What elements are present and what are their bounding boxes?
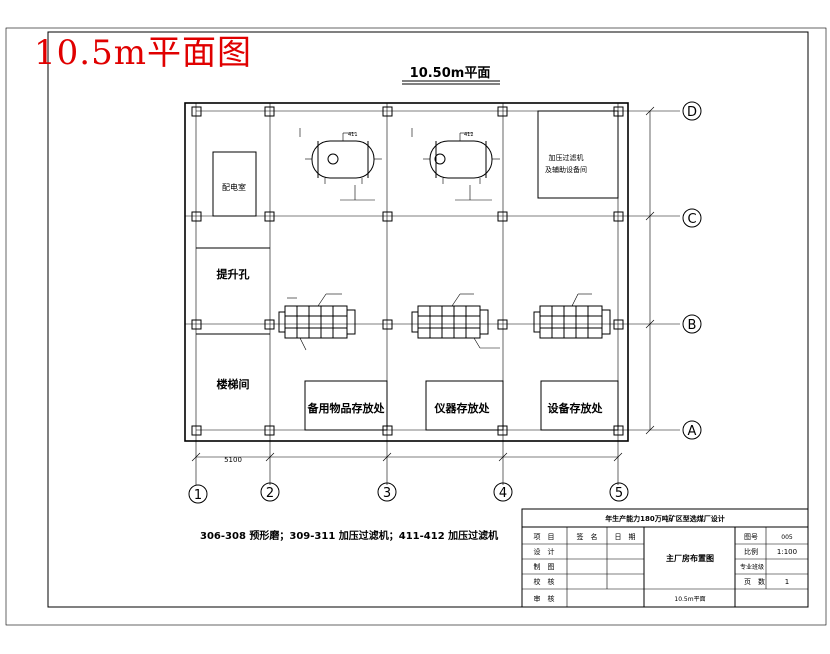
room-top-right: [537, 110, 619, 199]
drawing-heading: 10.5m平面图: [34, 33, 252, 73]
axis-label-A: A: [688, 424, 697, 439]
dimension-label: 5100: [224, 456, 242, 464]
tank-412: [411, 128, 500, 201]
tb-row-review: 审 核: [534, 594, 555, 603]
tank-412-tag: 412: [464, 132, 474, 138]
axis-label-4: 4: [499, 486, 507, 501]
axis-label-B: B: [688, 318, 697, 333]
axis-label-1: 1: [194, 488, 202, 503]
tb-row-design: 设 计: [534, 547, 555, 556]
room-equipment-storage: [540, 380, 619, 431]
tb-col-date: 日 期: [615, 533, 636, 541]
axis-label-C: C: [687, 212, 696, 227]
equipment-legend-note: 306-308 预形磨；309-311 加压过滤机；411-412 加压过滤机: [200, 529, 498, 542]
axis-label-2: 2: [266, 486, 274, 501]
plan-title: 10.50m平面: [410, 66, 491, 81]
bottom-dimension-line: [191, 452, 623, 462]
room-instrument-storage-label: 仪器存放处: [434, 401, 491, 415]
tb-drawing-name: 主厂房布置图: [666, 553, 714, 563]
tank-411-tag: 411: [348, 132, 358, 138]
tb-label-page: 页 数: [744, 577, 765, 586]
tb-value-no: 005: [781, 534, 793, 541]
filter-unit-3: [533, 293, 611, 339]
axis-label-D: D: [687, 105, 697, 120]
room-instrument-storage: [425, 380, 504, 431]
room-top-right-label-2: 及辅助设备间: [545, 165, 587, 174]
room-top-right-label-1: 加压过滤机: [549, 153, 584, 162]
filter-unit-1: [278, 293, 356, 351]
tb-label-scale: 比例: [744, 547, 758, 556]
tb-sheet-name: 10.5m平面: [674, 596, 705, 603]
room-equipment-storage-label: 设备存放处: [548, 401, 604, 415]
tb-label-major: 专业班级: [740, 563, 764, 571]
room-stairwell-label: 楼梯间: [217, 377, 250, 391]
building-outline: [184, 102, 629, 442]
room-hoist-hole-label: 提升孔: [217, 267, 250, 281]
room-spare-storage: [304, 380, 388, 431]
tb-col-item: 项 目: [534, 533, 555, 541]
tb-col-sign: 签 名: [577, 532, 598, 541]
column-axis-bubbles: [188, 482, 629, 504]
tb-design-title: 年生产能力180万吨矿区型选煤厂设计: [605, 514, 725, 523]
room-substation: [212, 151, 257, 217]
tank-411: [299, 128, 382, 201]
filter-unit-2: [411, 293, 500, 349]
axis-label-3: 3: [383, 486, 391, 501]
tb-value-scale: 1:100: [777, 548, 797, 556]
title-block-frame: [521, 508, 809, 608]
tb-value-page: 1: [785, 578, 789, 586]
right-dimension-line: [645, 106, 655, 435]
tb-row-check: 校 核: [534, 577, 555, 586]
row-axis-bubbles: [682, 101, 702, 440]
tb-row-draw: 制 图: [534, 562, 555, 571]
tb-label-no: 图号: [744, 533, 758, 541]
axis-label-5: 5: [615, 486, 623, 501]
room-substation-label: 配电室: [222, 182, 246, 192]
room-spare-storage-label: 备用物品存放处: [307, 401, 386, 415]
sheet-outer-border: [5, 27, 827, 626]
sheet-inner-border: [47, 31, 809, 608]
grid-lines: [185, 103, 680, 485]
